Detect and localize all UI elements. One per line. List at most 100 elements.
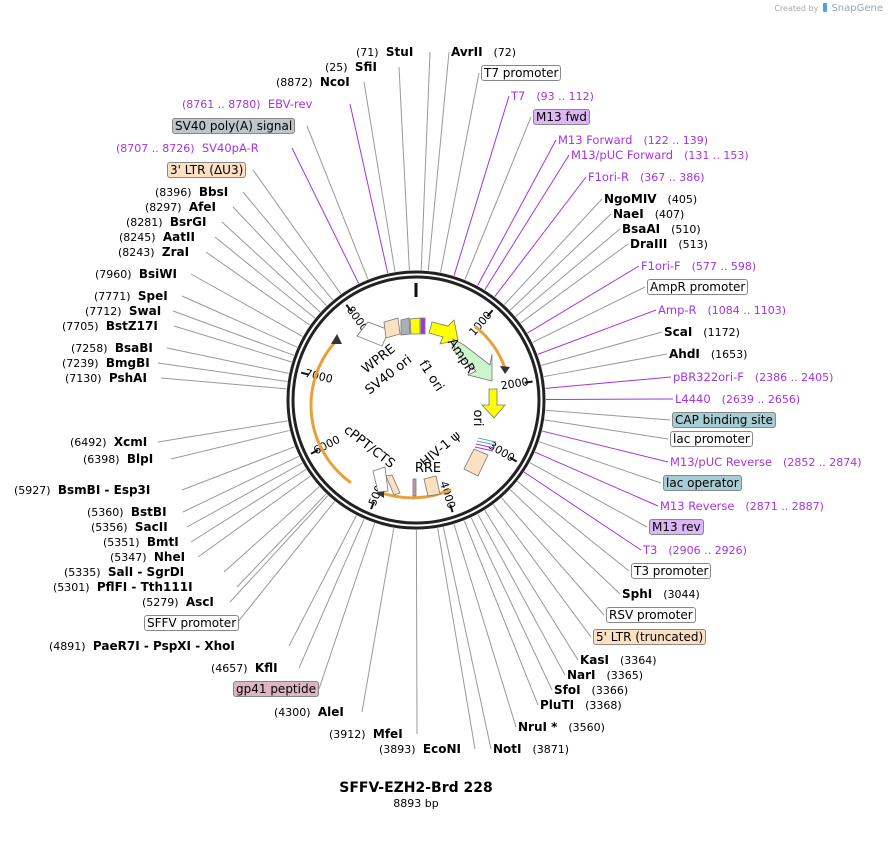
label-t7prom[interactable]: T7 promoter bbox=[481, 65, 562, 81]
feature-sv40-polya[interactable]: SV40 poly(A) signal bbox=[172, 118, 296, 134]
label-gp41[interactable]: gp41 peptide bbox=[233, 681, 319, 697]
label-pbr322[interactable]: pBR322ori-F (2386 .. 2405) bbox=[673, 370, 833, 385]
feature-m13rev[interactable]: M13 rev bbox=[649, 519, 704, 535]
label-bsiwi[interactable]: (7960) BsiWI bbox=[95, 267, 177, 282]
label-t3prom[interactable]: T3 promoter bbox=[631, 563, 712, 579]
label-m13reverse[interactable]: M13 Reverse (2871 .. 2887) bbox=[660, 499, 824, 514]
feature-cap[interactable]: CAP binding site bbox=[672, 412, 776, 428]
label-pluti[interactable]: PluTI (3368) bbox=[540, 698, 622, 713]
label-ltr3[interactable]: 3' LTR (ΔU3) bbox=[167, 162, 247, 178]
label-nari[interactable]: NarI (3365) bbox=[567, 668, 643, 683]
label-mfei[interactable]: (3912) MfeI bbox=[329, 727, 403, 742]
feature-m13fwd[interactable]: M13 fwd bbox=[533, 109, 590, 125]
enzyme-name: AhdI bbox=[669, 347, 700, 361]
enzyme-position: (7712) bbox=[85, 305, 122, 318]
f1-ori-feature bbox=[428, 319, 459, 345]
label-kasi[interactable]: KasI (3364) bbox=[580, 653, 657, 668]
label-scai[interactable]: ScaI (1172) bbox=[664, 325, 740, 340]
feature-gp41[interactable]: gp41 peptide bbox=[233, 681, 319, 697]
label-bmgbi[interactable]: (7239) BmgBI bbox=[62, 356, 150, 371]
sffv-feature bbox=[372, 466, 389, 493]
label-avrii[interactable]: AvrII (72) bbox=[451, 45, 516, 60]
feature-lacop[interactable]: lac operator bbox=[663, 475, 742, 491]
feature-t7prom[interactable]: T7 promoter bbox=[481, 65, 562, 81]
label-lacprom[interactable]: lac promoter bbox=[670, 431, 753, 447]
label-l4440[interactable]: L4440 (2639 .. 2656) bbox=[675, 392, 800, 407]
label-econi[interactable]: (3893) EcoNI bbox=[379, 742, 461, 757]
label-swai[interactable]: (7712) SwaI bbox=[85, 304, 161, 319]
feature-sffv[interactable]: SFFV promoter bbox=[144, 615, 240, 631]
label-paer7i[interactable]: (4891) PaeR7I - PspXI - XhoI bbox=[49, 639, 235, 654]
label-bsaai[interactable]: BsaAI (510) bbox=[622, 222, 701, 237]
label-t7[interactable]: T7 (93 .. 112) bbox=[511, 89, 594, 104]
enzyme-position: (3364) bbox=[619, 654, 657, 667]
label-sacii[interactable]: (5356) SacII bbox=[91, 520, 168, 535]
label-f1ori-f[interactable]: F1ori-F (577 .. 598) bbox=[641, 259, 756, 274]
leader-t3 bbox=[523, 471, 642, 551]
label-rsv[interactable]: RSV promoter bbox=[606, 607, 696, 623]
label-t3[interactable]: T3 (2906 .. 2926) bbox=[643, 543, 747, 558]
label-amp-r[interactable]: Amp-R (1084 .. 1103) bbox=[658, 303, 786, 318]
label-sphi[interactable]: SphI (3044) bbox=[622, 587, 700, 602]
label-bsmbi[interactable]: (5927) BsmBI - Esp3I bbox=[14, 483, 150, 498]
feature-rsv[interactable]: RSV promoter bbox=[606, 607, 696, 623]
label-sffv[interactable]: SFFV promoter bbox=[144, 615, 240, 631]
label-ltr5[interactable]: 5' LTR (truncated) bbox=[593, 629, 707, 645]
label-ngomiv[interactable]: NgoMIV (405) bbox=[604, 192, 697, 207]
label-bbsi[interactable]: (8396) BbsI bbox=[155, 185, 228, 200]
label-bsrgi[interactable]: (8281) BsrGI bbox=[126, 215, 206, 230]
label-sv40-polya[interactable]: SV40 poly(A) signal bbox=[172, 118, 296, 134]
enzyme-name: AvrII bbox=[451, 45, 483, 59]
label-sali[interactable]: (5335) SalI - SgrDI bbox=[64, 565, 184, 580]
label-pflfi[interactable]: (5301) PflFI - Tth111I bbox=[53, 580, 193, 595]
feature-ltr5[interactable]: 5' LTR (truncated) bbox=[593, 629, 707, 645]
label-afei[interactable]: (8297) AfeI bbox=[145, 200, 216, 215]
enzyme-position: (72) bbox=[493, 46, 517, 59]
feature-ltr3[interactable]: 3' LTR (ΔU3) bbox=[167, 162, 247, 178]
label-bstbi[interactable]: (5360) BstBI bbox=[87, 505, 167, 520]
label-cap[interactable]: CAP binding site bbox=[672, 412, 776, 428]
label-lacop[interactable]: lac operator bbox=[663, 475, 742, 491]
label-pshai[interactable]: (7130) PshAI bbox=[65, 371, 147, 386]
label-sv40pa-r[interactable]: (8707 .. 8726) SV40pA-R bbox=[116, 141, 259, 156]
label-m13pucfwd[interactable]: M13/pUC Forward (131 .. 153) bbox=[571, 148, 749, 163]
leader-cap bbox=[545, 409, 671, 421]
label-bmti[interactable]: (5351) BmtI bbox=[103, 535, 179, 550]
label-draiii[interactable]: DraIII (513) bbox=[630, 237, 708, 252]
ampr-feature bbox=[452, 338, 493, 382]
label-m13forward[interactable]: M13 Forward (122 .. 139) bbox=[558, 133, 708, 148]
feature-lacprom[interactable]: lac promoter bbox=[670, 431, 753, 447]
label-bstz17i[interactable]: (7705) BstZ17I bbox=[62, 319, 158, 334]
label-asci[interactable]: (5279) AscI bbox=[142, 595, 214, 610]
label-bsabi[interactable]: (7258) BsaBI bbox=[71, 341, 153, 356]
label-kfli[interactable]: (4657) KflI bbox=[211, 661, 278, 676]
label-ebv-rev[interactable]: (8761 .. 8780) EBV-rev bbox=[182, 97, 312, 112]
plasmid-name: SFFV-EZH2-Brd 228 bbox=[339, 780, 493, 796]
label-ampr-prom[interactable]: AmpR promoter bbox=[647, 279, 749, 295]
label-nhei[interactable]: (5347) NheI bbox=[110, 550, 185, 565]
label-ncoi[interactable]: (8872) NcoI bbox=[276, 75, 350, 90]
label-ahdi[interactable]: AhdI (1653) bbox=[669, 347, 747, 362]
label-f1ori-r[interactable]: F1ori-R (367 .. 386) bbox=[588, 170, 705, 185]
primer-position: (2852 .. 2874) bbox=[783, 456, 862, 469]
label-naei[interactable]: NaeI (407) bbox=[613, 207, 684, 222]
label-m13rev[interactable]: M13 rev bbox=[649, 519, 704, 535]
enzyme-position: (407) bbox=[654, 208, 685, 221]
feature-t3prom[interactable]: T3 promoter bbox=[631, 563, 712, 579]
label-m13pucrev[interactable]: M13/pUC Reverse (2852 .. 2874) bbox=[670, 455, 862, 470]
label-nrui[interactable]: NruI * (3560) bbox=[518, 720, 605, 735]
label-spei[interactable]: (7771) SpeI bbox=[94, 289, 168, 304]
label-m13fwd[interactable]: M13 fwd bbox=[533, 109, 590, 125]
label-xcmi[interactable]: (6492) XcmI bbox=[70, 435, 147, 450]
label-zrai[interactable]: (8243) ZraI bbox=[118, 245, 189, 260]
label-sfii[interactable]: (25) SfiI bbox=[325, 60, 377, 75]
primer-name: T3 bbox=[643, 543, 658, 557]
label-blpi[interactable]: (6398) BlpI bbox=[83, 452, 153, 467]
label-noti[interactable]: NotI (3871) bbox=[493, 742, 569, 757]
label-alei[interactable]: (4300) AleI bbox=[274, 705, 344, 720]
label-stui[interactable]: (71) StuI bbox=[356, 45, 413, 60]
label-aatii[interactable]: (8245) AatII bbox=[119, 230, 195, 245]
enzyme-position: (4891) bbox=[49, 640, 86, 653]
feature-ampr-prom[interactable]: AmpR promoter bbox=[647, 279, 749, 295]
label-sfoi[interactable]: SfoI (3366) bbox=[554, 683, 628, 698]
